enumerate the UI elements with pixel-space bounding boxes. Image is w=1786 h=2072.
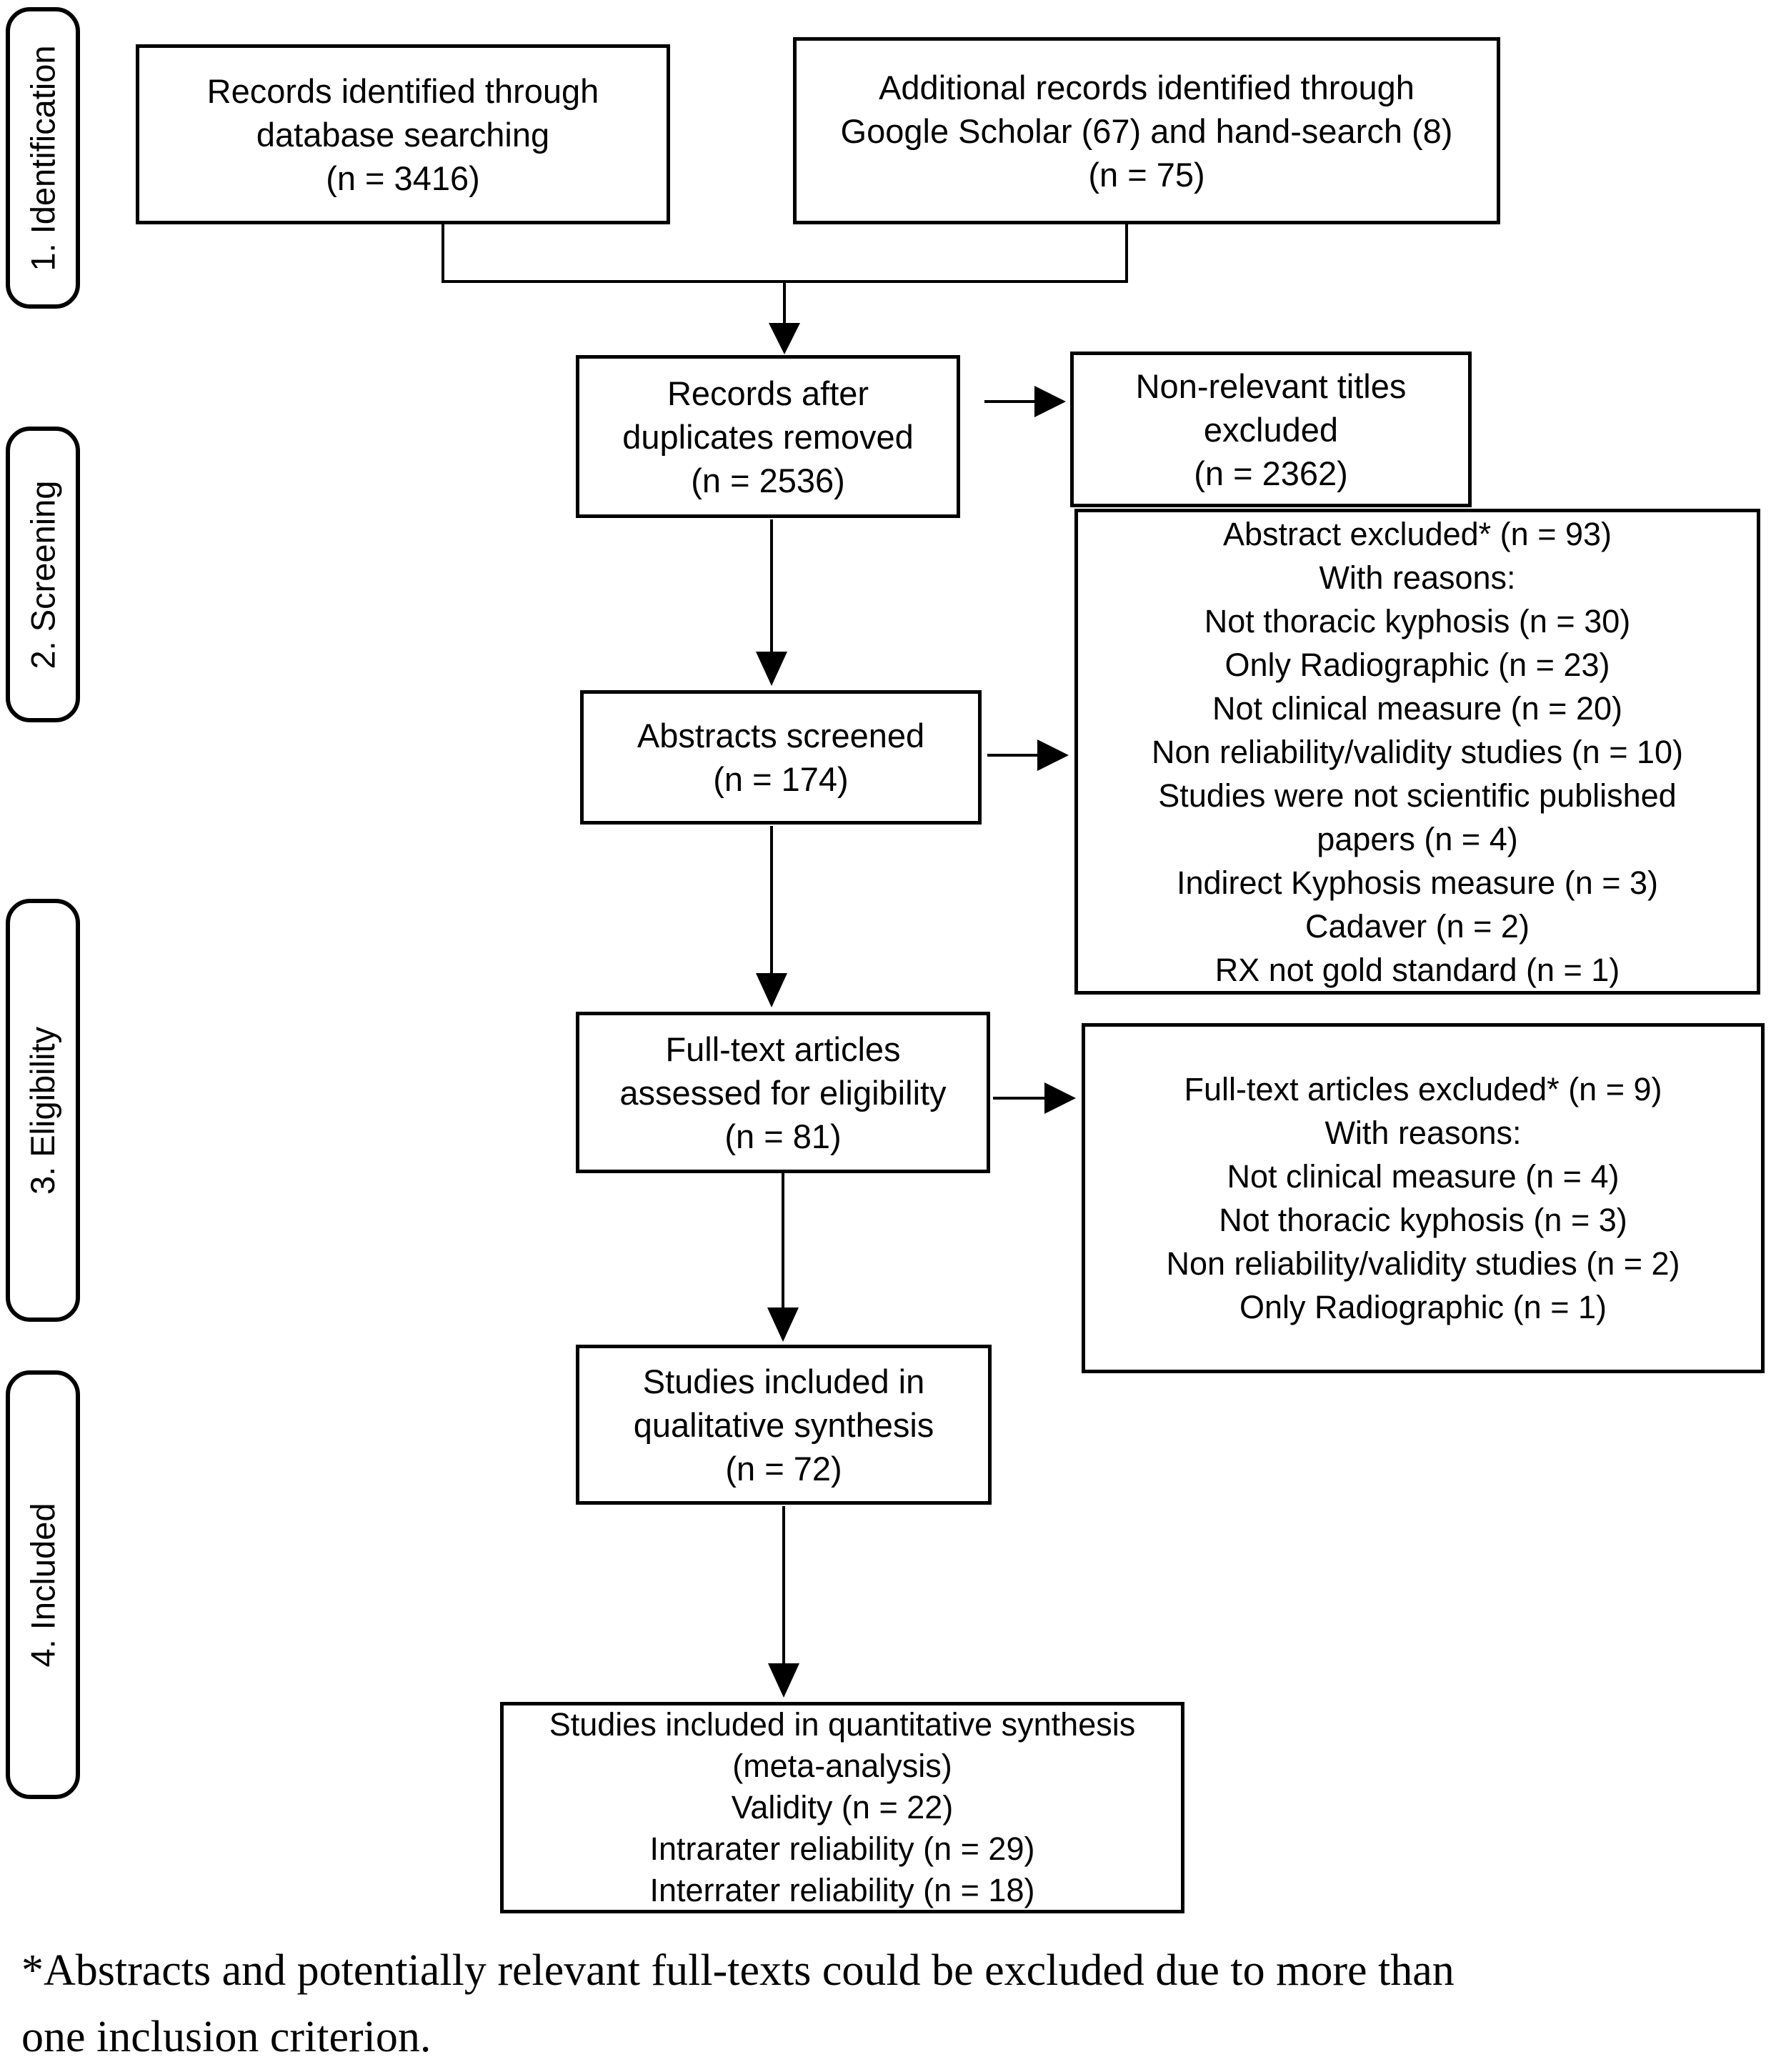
stage-label-screening-text: 2. Screening <box>24 480 62 669</box>
box-fulltext-excluded-text: Full-text articles excluded* (n = 9) Wit… <box>1166 1071 1680 1325</box>
arrowhead-down-abstracts-screened <box>756 652 787 686</box>
box-records-identified: Records identified through database sear… <box>136 44 670 224</box>
arrowhead-right-abstract-excluded <box>1037 739 1069 771</box>
box-quantitative-synthesis-text: Studies included in quantitative synthes… <box>549 1706 1136 1908</box>
stage-label-screening: 2. Screening <box>6 427 80 722</box>
stage-label-eligibility: 3. Eligibility <box>6 899 80 1322</box>
arrowhead-down-to-duplicates <box>769 323 800 354</box>
box-qualitative-synthesis-text: Studies included in qualitative synthesi… <box>633 1362 934 1488</box>
merge-connector <box>441 224 1128 325</box>
box-additional-records-text: Additional records identified through Go… <box>840 68 1453 194</box>
arrowhead-right-fulltext-excluded <box>1044 1082 1076 1114</box>
box-additional-records: Additional records identified through Go… <box>793 37 1500 224</box>
stage-label-identification-text: 1. Identification <box>24 44 62 272</box>
box-abstract-excluded-text: Abstract excluded* (n = 93) With reasons… <box>1151 515 1684 988</box>
footnote: *Abstracts and potentially relevant full… <box>21 1946 1455 2061</box>
box-quantitative-synthesis: Studies included in quantitative synthes… <box>500 1702 1184 1913</box>
box-abstracts-screened: Abstracts screened (n = 174) <box>580 690 982 825</box>
box-titles-excluded-text: Non-relevant titles excluded (n = 2362) <box>1135 367 1407 492</box>
stage-label-identification: 1. Identification <box>6 7 80 309</box>
box-records-identified-text: Records identified through database sear… <box>206 71 599 197</box>
box-fulltext-assessed-text: Full-text articles assessed for eligibil… <box>619 1030 947 1155</box>
box-qualitative-synthesis: Studies included in qualitative synthesi… <box>576 1345 992 1505</box>
arrowhead-down-qualitative <box>767 1308 799 1342</box>
box-fulltext-excluded: Full-text articles excluded* (n = 9) Wit… <box>1082 1023 1765 1373</box>
box-fulltext-assessed: Full-text articles assessed for eligibil… <box>576 1012 990 1173</box>
stage-label-eligibility-text: 3. Eligibility <box>24 1026 62 1195</box>
stage-label-included-text: 4. Included <box>24 1503 62 1667</box>
box-titles-excluded: Non-relevant titles excluded (n = 2362) <box>1070 352 1472 507</box>
arrowhead-down-fulltext-assessed <box>756 973 787 1007</box>
box-after-duplicates: Records after duplicates removed (n = 25… <box>576 355 960 518</box>
arrowhead-down-quantitative <box>768 1663 799 1698</box>
box-abstracts-screened-text: Abstracts screened (n = 174) <box>637 717 925 798</box>
box-abstract-excluded: Abstract excluded* (n = 93) With reasons… <box>1074 509 1760 995</box>
stage-label-included: 4. Included <box>6 1370 80 1799</box>
arrowhead-right-titles-excluded <box>1034 386 1066 417</box>
box-after-duplicates-text: Records after duplicates removed (n = 25… <box>622 374 914 499</box>
